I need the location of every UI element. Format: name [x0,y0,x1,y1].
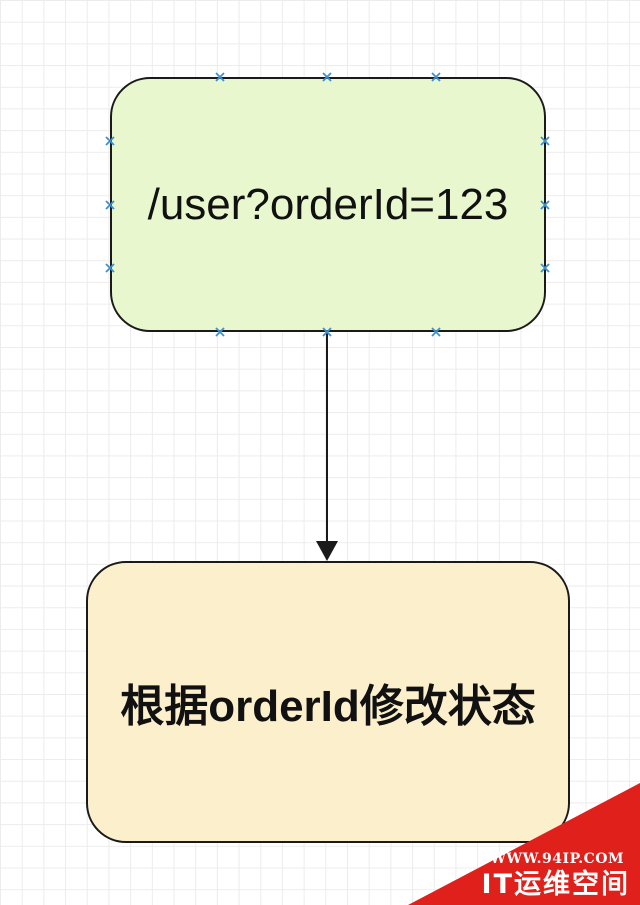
connection-handle-icon[interactable] [214,326,226,338]
update-status-node-label: 根据orderId修改状态 [120,682,536,731]
site-watermark: WWW.94IP.COM IT运维空间 [408,783,640,905]
watermark-site-name: IT运维空间 [481,869,630,900]
request-node[interactable]: /user?orderId=123 [110,77,546,332]
connection-handle-icon[interactable] [430,71,442,83]
connection-handle-icon[interactable] [539,135,551,147]
connection-handle-icon[interactable] [104,135,116,147]
arrowhead-icon [316,541,338,561]
connection-handle-icon[interactable] [539,262,551,274]
watermark-url: WWW.94IP.COM [490,851,624,867]
update-status-node[interactable]: 根据orderId修改状态 [86,561,570,843]
connection-handle-icon[interactable] [104,262,116,274]
connection-handle-icon[interactable] [321,326,333,338]
request-node-label: /user?orderId=123 [147,179,509,229]
connection-handle-icon[interactable] [430,326,442,338]
connection-handle-icon[interactable] [214,71,226,83]
connection-handle-icon[interactable] [104,199,116,211]
connection-handle-icon[interactable] [321,71,333,83]
connection-handle-icon[interactable] [539,199,551,211]
watermark-triangle-icon [408,783,640,905]
